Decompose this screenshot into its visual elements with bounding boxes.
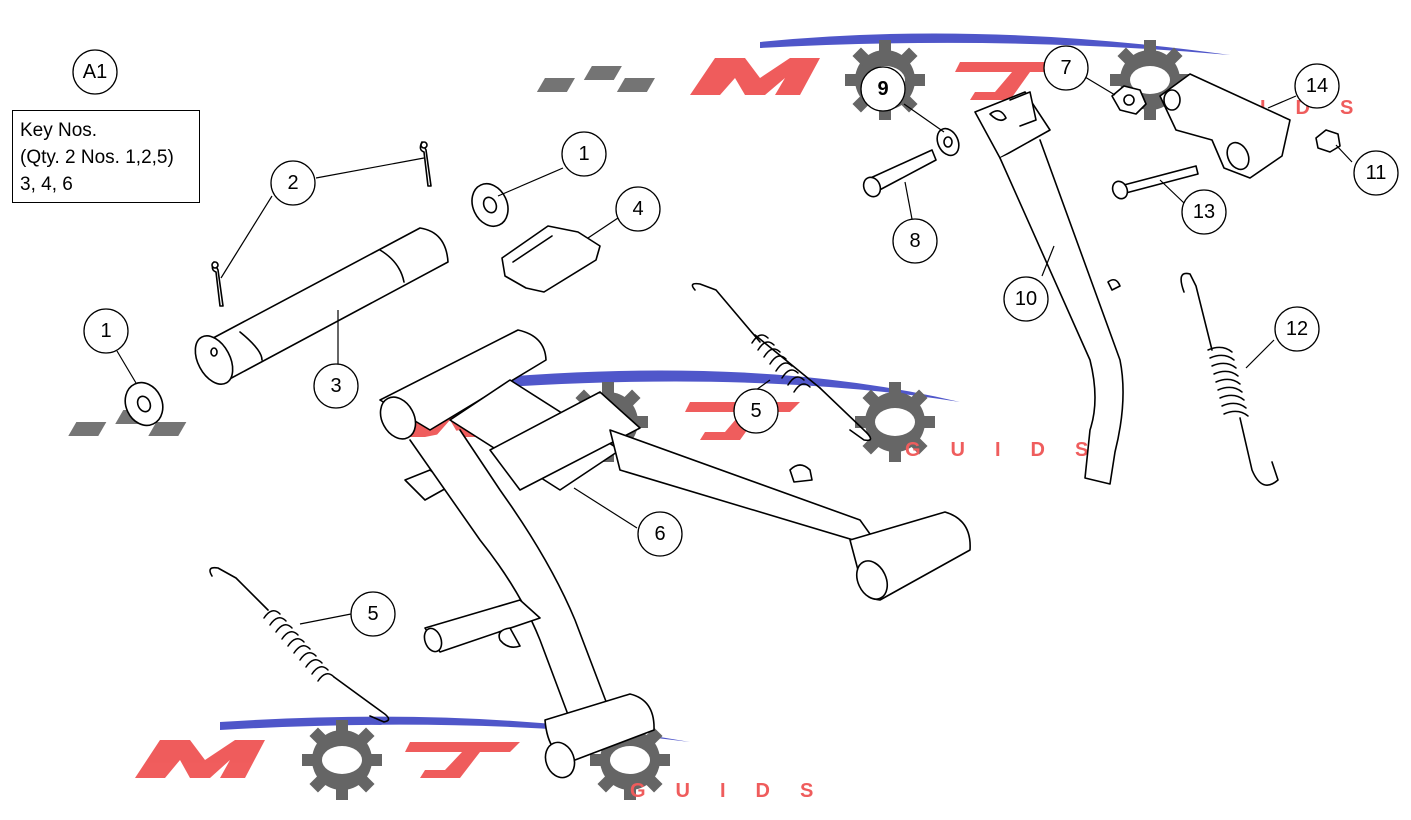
part-4-plate <box>501 225 601 293</box>
callout-14 <box>1294 63 1340 109</box>
callout-1-top <box>561 131 607 177</box>
callout-9 <box>860 66 906 112</box>
part-2-split-pin-left <box>211 261 224 307</box>
callout-4-label: 4 <box>632 198 643 220</box>
callout-6 <box>637 511 683 557</box>
part-14-bracket <box>1159 73 1291 179</box>
key-box-title: Key Nos. <box>20 120 98 141</box>
callout-3-label: 3 <box>330 375 341 397</box>
callout-8 <box>892 218 938 264</box>
callout-12 <box>1274 306 1320 352</box>
part-6-main-stand <box>379 329 971 779</box>
part-8-bolt <box>862 149 937 198</box>
key-box-parts: 3, 4, 6 <box>20 174 73 195</box>
part-7-nut <box>1111 85 1147 115</box>
callout-1-top-label: 1 <box>578 143 589 165</box>
callout-10-label: 10 <box>1015 288 1037 310</box>
callout-7-label: 7 <box>1060 57 1071 79</box>
callout-7 <box>1043 45 1089 91</box>
callout-13 <box>1181 189 1227 235</box>
part-3-pivot-shaft <box>194 227 449 385</box>
watermark-bottom-subtext: GUIDS <box>630 780 843 802</box>
part-9-washer <box>936 127 960 157</box>
callout-11 <box>1353 150 1399 196</box>
leader-lines <box>116 73 1353 625</box>
callout-11-label: 11 <box>1366 162 1387 184</box>
view-label-balloon <box>72 49 118 95</box>
key-numbers-box: Key Nos. (Qty. 2 Nos. 1,2,5) 3, 4, 6 <box>12 110 200 203</box>
key-box-qty-note: (Qty. 2 Nos. 1,2,5) <box>20 147 174 168</box>
watermark-bottom: GUIDS <box>135 716 843 802</box>
callout-4 <box>615 186 661 232</box>
part-1-washer-left <box>124 381 164 427</box>
callout-3 <box>313 363 359 409</box>
part-2-split-pin-top <box>419 141 432 187</box>
callout-1-left <box>83 308 129 354</box>
callout-2-label: 2 <box>287 172 298 194</box>
callout-5-lower <box>350 591 396 637</box>
part-11-nut <box>1315 129 1341 153</box>
callout-13-label: 13 <box>1193 201 1215 223</box>
callout-2 <box>270 160 316 206</box>
callout-5-upper-label: 5 <box>750 400 761 422</box>
callout-12-label: 12 <box>1286 318 1308 340</box>
part-13-bolt <box>1111 165 1199 200</box>
callout-1-left-label: 1 <box>100 320 111 342</box>
callout-10 <box>1003 276 1049 322</box>
view-label: A1 <box>83 61 107 83</box>
part-5-spring-lower <box>209 566 390 723</box>
part-10-side-stand <box>974 91 1124 485</box>
part-1-washer-top <box>471 183 509 227</box>
callout-5-lower-label: 5 <box>367 603 378 625</box>
callout-8-label: 8 <box>909 230 920 252</box>
part-5-spring-upper <box>691 282 872 442</box>
watermark-middle-subtext: GUIDS <box>905 439 1118 461</box>
part-12-spring <box>1180 272 1279 486</box>
callout-6-label: 6 <box>654 523 665 545</box>
callout-5-upper <box>733 388 779 434</box>
callout-14-label: 14 <box>1306 75 1328 97</box>
callout-9-label: 9 <box>877 78 888 100</box>
